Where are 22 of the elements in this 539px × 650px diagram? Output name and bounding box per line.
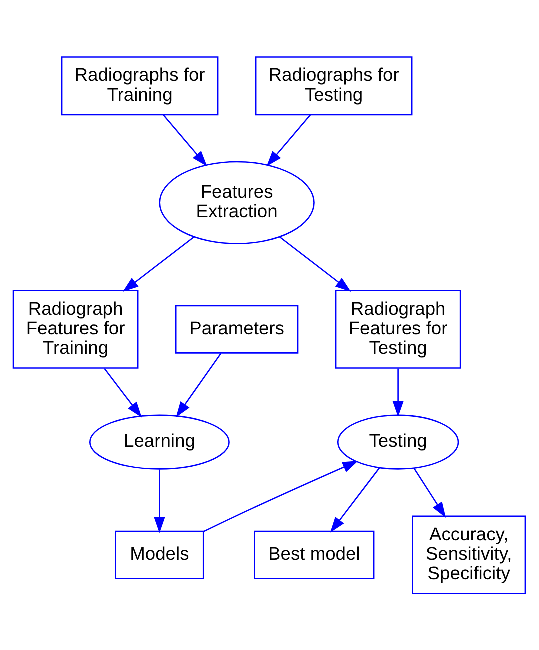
node-box: Radiographs for Testing bbox=[255, 56, 413, 116]
node-box: Radiographs for Training bbox=[61, 56, 219, 116]
arrow bbox=[176, 352, 222, 418]
node-box: Accuracy, Sensitivity, Specificity bbox=[412, 515, 526, 594]
node-box: Models bbox=[115, 530, 204, 579]
arrow bbox=[330, 467, 380, 532]
node-box: Best model bbox=[254, 530, 375, 579]
arrow bbox=[266, 114, 312, 166]
node-ellipse: Features Extraction bbox=[159, 160, 315, 244]
arrow bbox=[414, 468, 446, 518]
arrow bbox=[104, 368, 142, 418]
node-ellipse: Testing bbox=[337, 414, 460, 470]
arrow bbox=[392, 368, 404, 417]
arrow bbox=[204, 460, 359, 532]
node-box: Parameters bbox=[175, 304, 299, 354]
node-box: Radiograph Features for Training bbox=[12, 290, 139, 368]
arrow bbox=[163, 114, 208, 166]
arrow bbox=[154, 469, 166, 533]
arrow bbox=[122, 236, 195, 292]
arrow bbox=[279, 236, 352, 292]
node-box: Radiograph Features for Testing bbox=[335, 290, 462, 368]
node-ellipse: Learning bbox=[89, 414, 230, 470]
